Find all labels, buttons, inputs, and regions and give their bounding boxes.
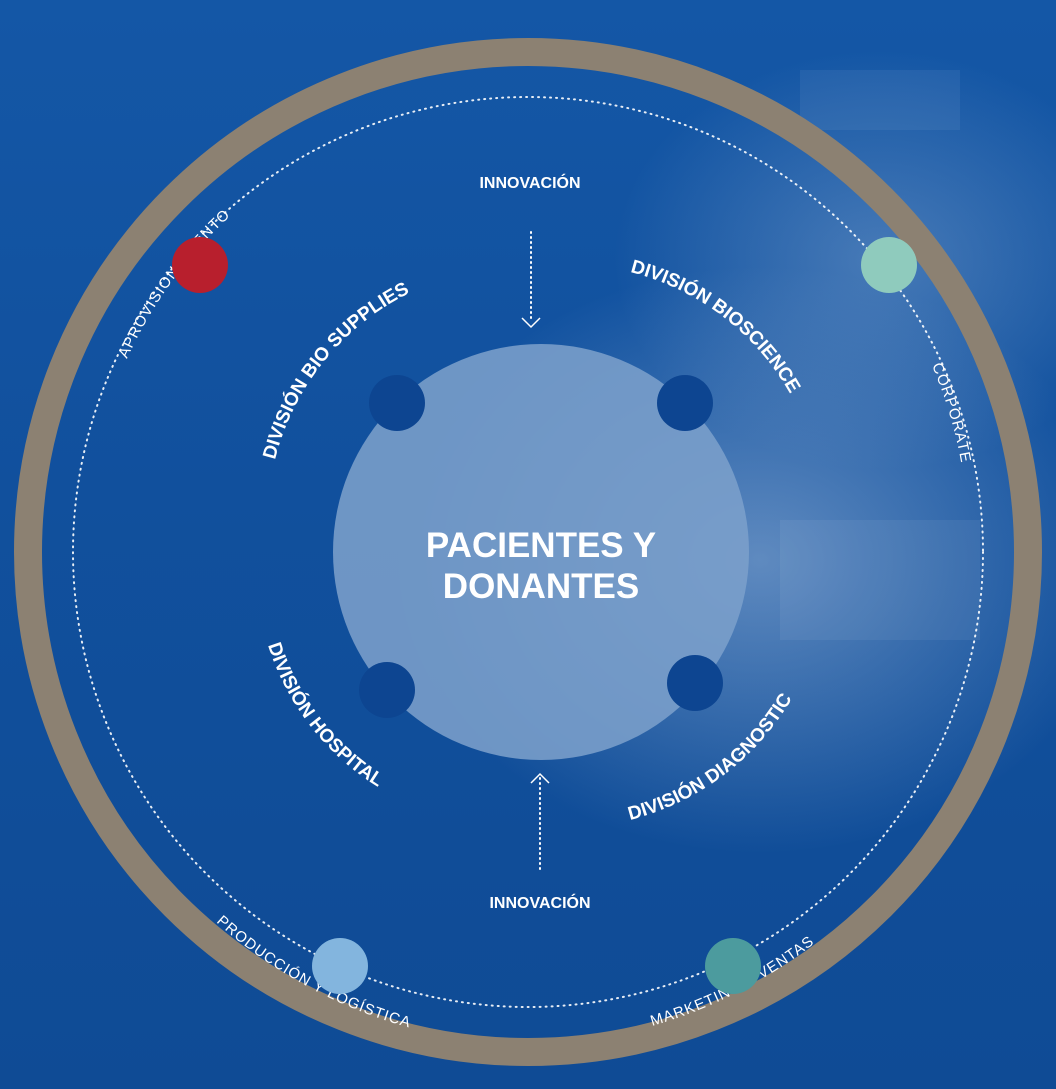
outer-ring [14, 38, 1042, 1066]
background-wall [780, 520, 980, 640]
innovation-top-arrow-head [521, 317, 541, 329]
center-title-line1: PACIENTES Y [426, 526, 656, 565]
dot-bioscience [657, 375, 713, 431]
label-corporate: CORPORATE [928, 360, 974, 464]
node-produccion [312, 938, 368, 994]
center-circle [333, 344, 749, 760]
node-corporate [861, 237, 917, 293]
innovation-bottom-label: INNOVACIÓN [489, 893, 590, 912]
dot-diagnostic [667, 655, 723, 711]
dot-bio-supplies [369, 375, 425, 431]
background-window [800, 70, 960, 130]
dotted-orbit [72, 96, 984, 1008]
innovation-bottom-arrow-head [530, 772, 550, 784]
node-marketing [705, 938, 761, 994]
label-division-bioscience: DIVISIÓN BIOSCIENCE [629, 256, 804, 396]
node-aprovisionamiento [172, 237, 228, 293]
center-title-line2: DONANTES [443, 567, 639, 606]
dot-hospital [359, 662, 415, 718]
innovation-top-label: INNOVACIÓN [479, 173, 580, 192]
